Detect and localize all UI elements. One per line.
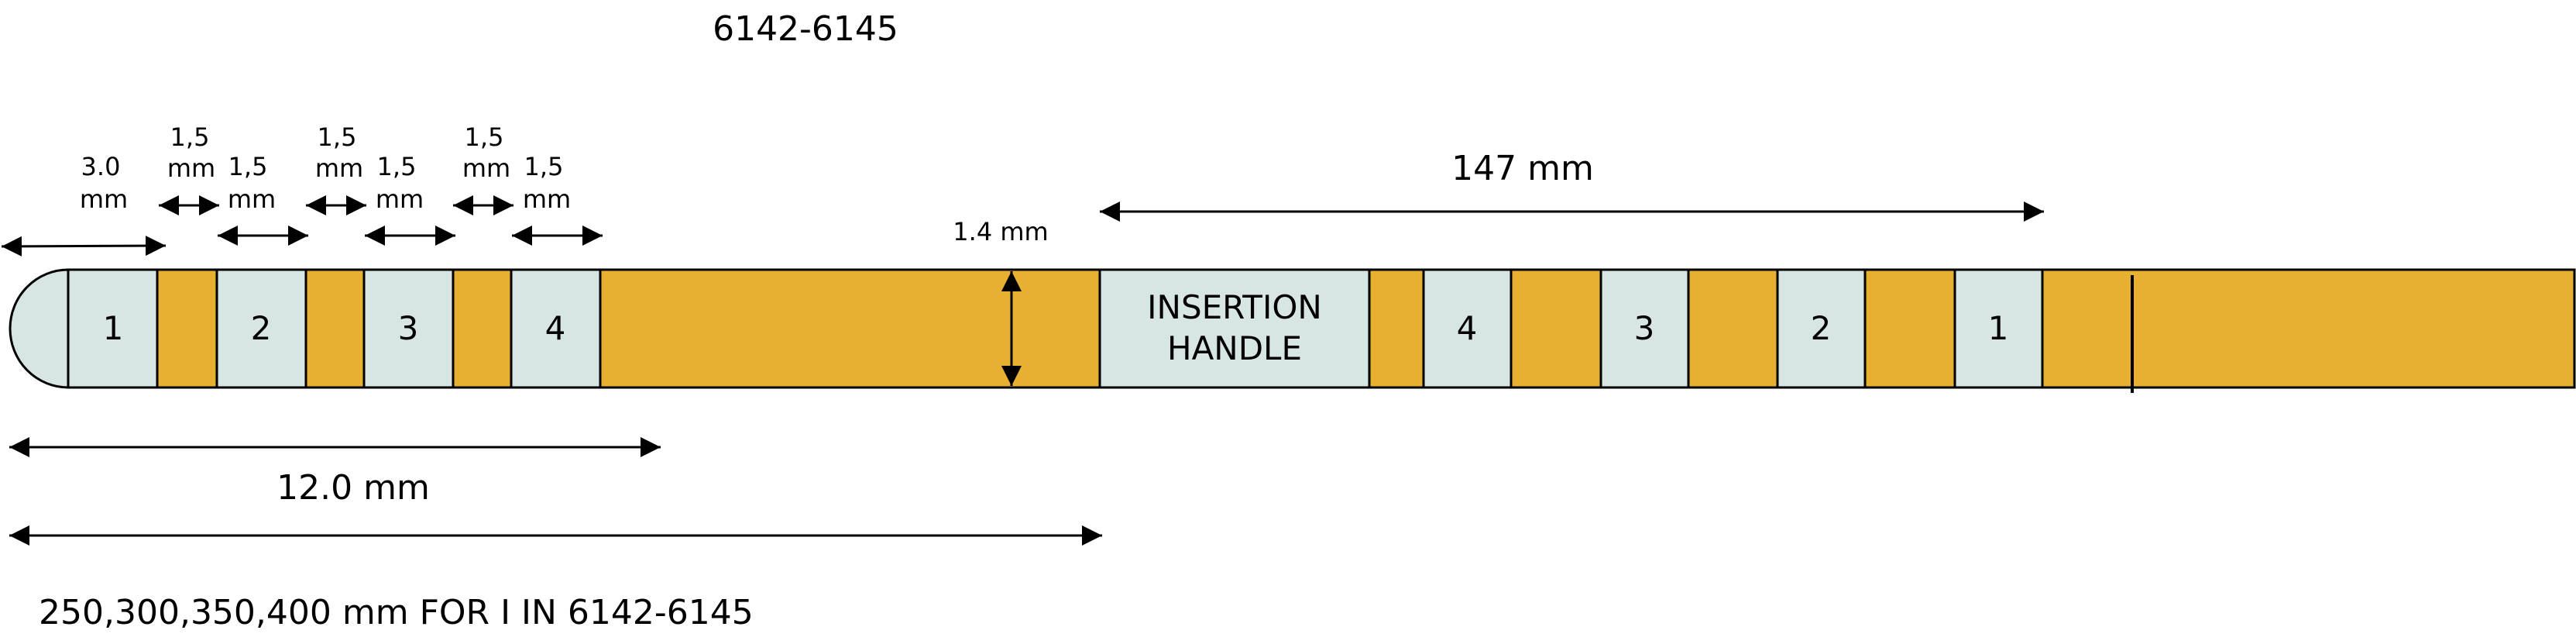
proximal-contact-3-label: 3 xyxy=(1634,309,1655,347)
insertion-handle-label-line2: HANDLE xyxy=(1167,329,1302,367)
gap-1-dimension: 1,5 mm xyxy=(159,122,219,215)
proximal-contact-2-label: 2 xyxy=(1811,309,1832,347)
gap-3-label-unit: mm xyxy=(462,153,510,183)
distal-contact-4-label: 4 xyxy=(545,309,566,347)
contact-2-label-value: 1,5 xyxy=(377,152,417,181)
insertion-handle-label-line1: INSERTION xyxy=(1147,288,1322,326)
gap-1-label-unit: mm xyxy=(167,153,215,183)
distal-contact-2: 2 xyxy=(215,268,307,389)
tail-dimension: 147 mm xyxy=(1100,149,2044,222)
span-dimension: 12.0 mm xyxy=(9,437,661,508)
diagram-title: 6142-6145 xyxy=(713,9,898,49)
proximal-contact-1: 1 xyxy=(1953,268,2044,389)
gap-3-dimension: 1,5 mm xyxy=(453,122,513,215)
diameter-label: 1.4 mm xyxy=(953,217,1048,246)
distal-contact-1: 1 xyxy=(67,268,159,389)
distal-contact-3-label: 3 xyxy=(398,309,419,347)
distal-contact-4: 4 xyxy=(510,268,602,389)
tip-dimension: 3.0 mm xyxy=(1,152,167,257)
proximal-contact-1-label: 1 xyxy=(1988,309,2009,347)
proximal-contact-2: 2 xyxy=(1776,268,1867,389)
gap-2-label-value: 1,5 xyxy=(318,122,357,152)
tip-label-unit: mm xyxy=(80,184,128,214)
contact-1-label-unit: mm xyxy=(228,184,276,214)
span-label: 12.0 mm xyxy=(276,468,430,508)
tip-label-value: 3.0 xyxy=(81,152,121,181)
gap-2-label-unit: mm xyxy=(315,153,363,183)
insertion-handle: INSERTION HANDLE xyxy=(1098,268,1371,389)
contact-3-dimension: 1,5 mm xyxy=(512,152,603,246)
lead-tip xyxy=(9,268,70,389)
gap-1-label-value: 1,5 xyxy=(170,122,210,152)
distal-contact-1-label: 1 xyxy=(103,309,124,347)
contact-3-label-value: 1,5 xyxy=(524,152,564,181)
distal-contact-3: 3 xyxy=(362,268,455,389)
proximal-contact-4: 4 xyxy=(1422,268,1513,389)
proximal-contact-4-label: 4 xyxy=(1457,309,1478,347)
contact-3-label-unit: mm xyxy=(523,184,571,214)
gap-3-label-value: 1,5 xyxy=(465,122,504,152)
proximal-contact-3: 3 xyxy=(1599,268,1690,389)
diameter-dimension: 1.4 mm xyxy=(953,217,1049,386)
contact-1-dimension: 1,5 mm xyxy=(218,152,308,246)
contact-1-label-value: 1,5 xyxy=(228,152,268,181)
distal-contact-2-label: 2 xyxy=(251,309,272,347)
total-label: 250,300,350,400 mm FOR I IN 6142-6145 xyxy=(39,593,754,632)
tail-label: 147 mm xyxy=(1451,149,1594,188)
gap-2-dimension: 1,5 mm xyxy=(306,122,366,215)
total-dimension: 250,300,350,400 mm FOR I IN 6142-6145 xyxy=(9,525,1102,632)
contact-2-label-unit: mm xyxy=(376,184,424,214)
contact-2-dimension: 1,5 mm xyxy=(365,152,455,246)
